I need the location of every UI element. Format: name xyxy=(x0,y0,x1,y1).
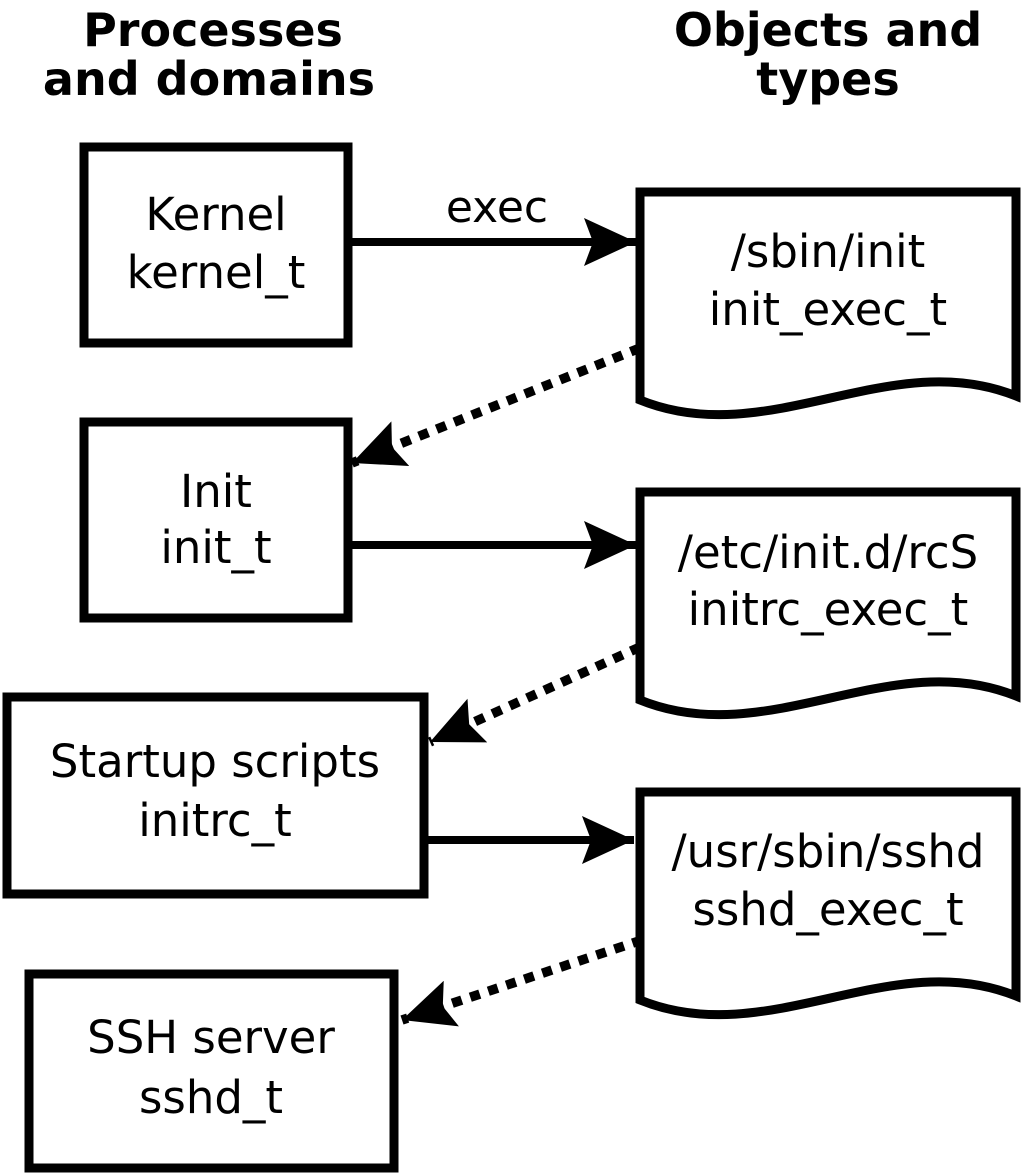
object-doc-etc-initd-rcs: /etc/init.d/rcS initrc_exec_t xyxy=(635,487,1021,720)
init-name-label: Init xyxy=(180,465,252,518)
ssh-server-name-label: SSH server xyxy=(87,1011,335,1064)
kernel-type-label: kernel_t xyxy=(127,246,306,299)
processes-header-line-1: Processes xyxy=(83,3,343,57)
usr-sbin-sshd-type-label: sshd_exec_t xyxy=(692,883,963,936)
etc-initd-rcs-path-label: /etc/init.d/rcS xyxy=(678,526,978,579)
startup-scripts-box-outline xyxy=(2,692,429,899)
exec-arrow-label: exec xyxy=(446,182,548,233)
process-box-init: Init init_t xyxy=(79,417,353,623)
processes-header-line-2: and domains xyxy=(43,52,375,106)
ssh-server-type-label: sshd_t xyxy=(139,1071,283,1124)
transition-arrow-rcs-to-startup xyxy=(428,642,642,747)
sbin-init-path-label: /sbin/init xyxy=(731,225,926,278)
init-box-outline xyxy=(79,417,353,623)
objects-header-line-2: types xyxy=(756,52,899,106)
kernel-box-outline xyxy=(79,142,353,348)
objects-header-line-1: Objects and xyxy=(674,3,982,57)
startup-scripts-type-label: initrc_t xyxy=(138,794,292,847)
transition-arrow-sbin-init-to-init xyxy=(350,343,642,468)
kernel-name-label: Kernel xyxy=(145,188,286,241)
init-type-label: init_t xyxy=(160,521,271,574)
sbin-init-type-label: init_exec_t xyxy=(709,283,947,336)
object-doc-usr-sbin-sshd: /usr/sbin/sshd sshd_exec_t xyxy=(635,787,1021,1020)
etc-initd-rcs-type-label: initrc_exec_t xyxy=(688,583,969,636)
transition-arrow-sshd-to-ssh-server xyxy=(400,935,644,1027)
startup-scripts-name-label: Startup scripts xyxy=(50,735,380,788)
ssh-server-box-outline xyxy=(24,969,399,1173)
usr-sbin-sshd-document-shape xyxy=(635,787,1021,1020)
object-doc-sbin-init: /sbin/init init_exec_t xyxy=(635,187,1021,420)
usr-sbin-sshd-path-label: /usr/sbin/sshd xyxy=(672,825,985,878)
process-box-kernel: Kernel kernel_t xyxy=(79,142,353,348)
sbin-init-document-shape xyxy=(635,187,1021,420)
process-box-ssh-server: SSH server sshd_t xyxy=(24,969,399,1173)
etc-initd-rcs-document-shape xyxy=(635,487,1021,720)
process-box-startup-scripts: Startup scripts initrc_t xyxy=(2,692,429,899)
